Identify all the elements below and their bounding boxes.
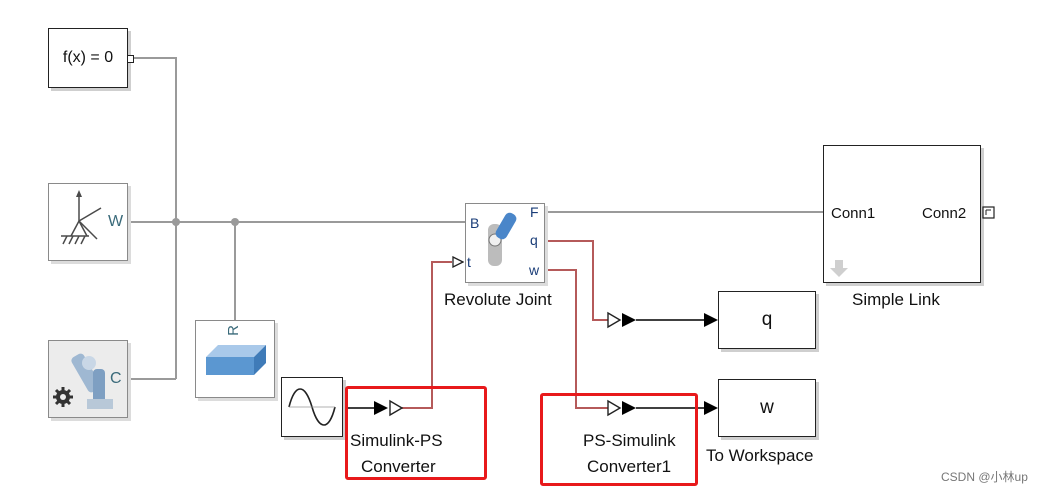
q-to-workspace-block[interactable]: q: [718, 291, 816, 349]
mechanism-configuration-block[interactable]: [48, 340, 128, 418]
junction-1: [172, 218, 180, 226]
sine-wave-icon: [288, 388, 336, 426]
down-arrow-icon: [830, 260, 848, 277]
revolute-port-t-symbol: [452, 256, 464, 268]
brick-solid-block[interactable]: [195, 320, 275, 398]
wire-q: [543, 240, 608, 321]
revolute-port-w: w: [529, 262, 540, 278]
slps-label-line2: Converter: [361, 457, 436, 476]
revolute-joint-icon: [488, 212, 517, 266]
solver-text: f(x) = 0: [62, 49, 114, 66]
gear-icon: [52, 386, 74, 408]
w-to-workspace-block[interactable]: w: [718, 379, 816, 437]
brick-solid-icon: [206, 345, 266, 375]
q-block-text: q: [761, 309, 773, 330]
pssl-w-port-symbols: [607, 399, 636, 417]
pssl-highlight-box: [540, 393, 698, 486]
revolute-port-f: F: [530, 204, 539, 220]
to-workspace-label: To Workspace: [706, 446, 814, 465]
watermark-text: CSDN @小林up: [941, 470, 1028, 484]
world-port-w: W: [108, 213, 124, 230]
conn2-port-icon[interactable]: [982, 206, 996, 220]
pssl-q-port-symbols: [607, 311, 636, 329]
revolute-port-b: B: [470, 215, 480, 231]
arrow-q: [704, 313, 718, 327]
pssl-label-line1: PS-Simulink: [583, 431, 676, 450]
revolute-port-q: q: [530, 232, 538, 248]
slps-highlight-box: [345, 386, 487, 480]
wire-solver: [131, 57, 177, 379]
slps-label-line1: Simulink-PS: [350, 431, 443, 450]
revolute-joint-block[interactable]: [465, 203, 545, 283]
simple-link-port-conn2: Conn2: [922, 205, 967, 222]
w-block-text: w: [760, 397, 774, 418]
revolute-port-t: t: [467, 254, 471, 270]
slps-port-symbols: [374, 399, 404, 417]
robot-arm-icon: [71, 353, 113, 409]
mech-port-c: C: [110, 370, 122, 387]
solver-configuration-block[interactable]: f(x) = 0: [48, 28, 128, 88]
simple-link-subsystem-block[interactable]: [823, 145, 981, 283]
revolute-joint-label: Revolute Joint: [444, 290, 552, 309]
world-frame-block[interactable]: [48, 183, 128, 261]
solver-port[interactable]: [127, 55, 134, 63]
arrow-w: [704, 401, 718, 415]
simple-link-label: Simple Link: [852, 290, 940, 309]
sine-wave-block[interactable]: [281, 377, 343, 437]
wire-slps-t: [402, 261, 452, 409]
rigid-port-r: R: [224, 325, 242, 336]
world-frame-icon: [61, 190, 102, 245]
pssl-label-line2: Converter1: [587, 457, 672, 476]
wire-w: [543, 269, 608, 409]
junction-2: [231, 218, 239, 226]
simple-link-port-conn1: Conn1: [831, 205, 876, 222]
